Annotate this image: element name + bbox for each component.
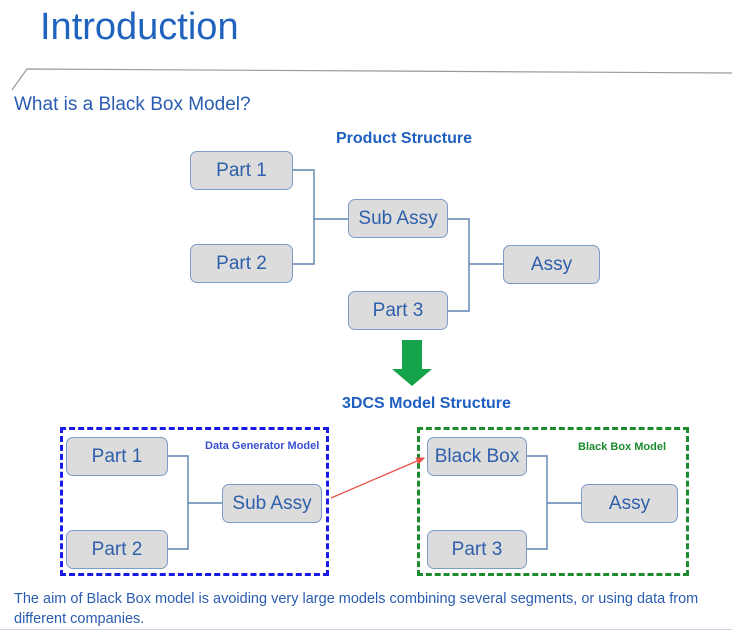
page-title: Introduction [40, 6, 239, 48]
node-dg-sub-assy[interactable]: Sub Assy [222, 484, 322, 523]
group-label-data-generator-model: Data Generator Model [205, 440, 320, 452]
group-black-box-model [417, 427, 689, 576]
slide-subtitle: What is a Black Box Model? [14, 94, 251, 115]
node-sub-assy[interactable]: Sub Assy [348, 199, 448, 238]
node-dg-part-1[interactable]: Part 1 [66, 437, 168, 476]
node-part-2[interactable]: Part 2 [190, 244, 293, 283]
node-bb-assy[interactable]: Assy [581, 484, 678, 523]
group-data-generator-model [60, 427, 329, 576]
title-divider-rule [11, 68, 732, 91]
node-bb-black-box[interactable]: Black Box [427, 437, 527, 476]
node-bb-part-3[interactable]: Part 3 [427, 530, 527, 569]
footer-divider [0, 629, 732, 630]
footer-description: The aim of Black Box model is avoiding v… [14, 591, 699, 627]
node-dg-part-2[interactable]: Part 2 [66, 530, 168, 569]
heading-product-structure: Product Structure [336, 130, 473, 147]
heading-3dcs-model-structure: 3DCS Model Structure [342, 395, 511, 412]
node-assy[interactable]: Assy [503, 245, 600, 284]
node-part-1[interactable]: Part 1 [190, 151, 293, 190]
group-label-black-box-model: Black Box Model [578, 441, 667, 453]
node-part-3[interactable]: Part 3 [348, 291, 448, 330]
